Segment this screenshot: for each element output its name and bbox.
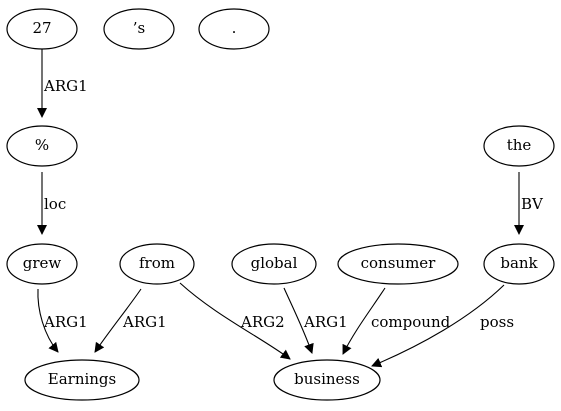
edge-label-consumer-business: compound bbox=[371, 313, 451, 331]
svg-text:consumer: consumer bbox=[361, 254, 437, 272]
node-the: the bbox=[483, 125, 555, 167]
edges: ARG1 loc BV ARG1 ARG1 ARG2 ARG1 compound… bbox=[37, 49, 544, 368]
edge-label-bank-business: poss bbox=[480, 313, 514, 331]
node-business: business bbox=[273, 359, 381, 401]
edge-label-27-percent: ARG1 bbox=[43, 77, 88, 95]
svg-text:grew: grew bbox=[23, 254, 62, 272]
svg-text:from: from bbox=[139, 254, 175, 272]
edge-label-from-business: ARG2 bbox=[240, 313, 285, 331]
edge-consumer-to-business bbox=[342, 287, 386, 355]
edge-label-percent-grew: loc bbox=[44, 195, 66, 213]
svg-text:27: 27 bbox=[32, 19, 51, 37]
edge-label-the-bank: BV bbox=[521, 195, 544, 213]
node-global: global bbox=[231, 243, 317, 285]
nodes: 27 ’s . % the grew from global bbox=[6, 8, 555, 401]
svg-text:.: . bbox=[232, 19, 237, 37]
edge-from-to-business bbox=[179, 282, 291, 360]
svg-text:bank: bank bbox=[500, 254, 538, 272]
svg-text:%: % bbox=[35, 136, 49, 154]
node-bank: bank bbox=[483, 243, 555, 285]
edge-label-grew-earnings: ARG1 bbox=[43, 313, 88, 331]
node-earnings: Earnings bbox=[24, 359, 140, 401]
edge-global-to-business bbox=[283, 287, 314, 354]
svg-text:business: business bbox=[294, 370, 360, 388]
node-grew: grew bbox=[6, 243, 78, 285]
node-apostrophe-s: ’s bbox=[103, 8, 175, 50]
svg-text:global: global bbox=[251, 254, 298, 272]
edge-label-from-earnings: ARG1 bbox=[122, 313, 167, 331]
edge-grew-to-earnings bbox=[37, 288, 59, 353]
svg-text:’s: ’s bbox=[133, 19, 145, 37]
edge-bank-to-business bbox=[371, 284, 505, 368]
svg-text:Earnings: Earnings bbox=[48, 370, 116, 388]
edge-label-global-business: ARG1 bbox=[303, 313, 348, 331]
node-percent: % bbox=[6, 125, 78, 167]
node-27: 27 bbox=[6, 8, 78, 50]
svg-text:the: the bbox=[507, 136, 532, 154]
node-period: . bbox=[198, 8, 270, 50]
node-consumer: consumer bbox=[337, 243, 459, 285]
edge-from-to-earnings bbox=[94, 288, 142, 353]
node-from: from bbox=[119, 243, 195, 285]
